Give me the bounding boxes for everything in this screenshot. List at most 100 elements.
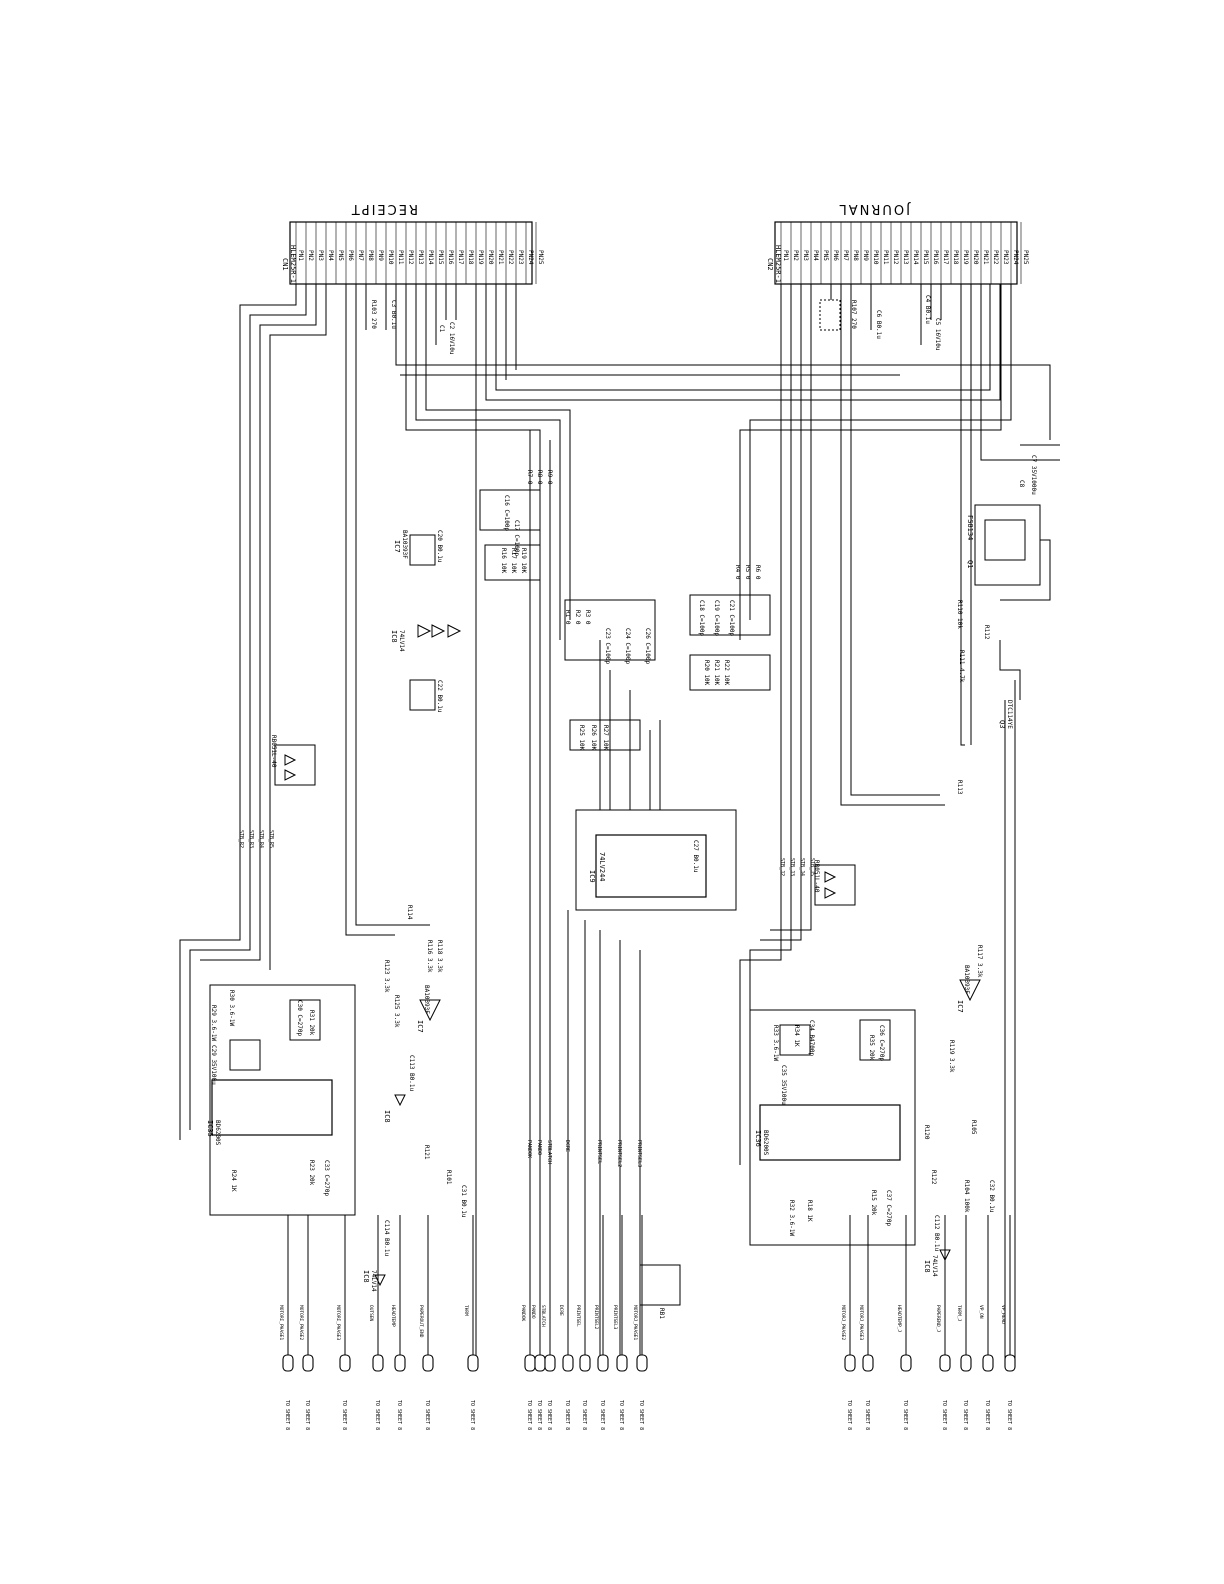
c35-label: C35 35V100u <box>780 1065 787 1105</box>
diode-part-receipt: RB051L-40 <box>270 735 277 768</box>
cn2-pin-13: PN13 <box>902 250 909 265</box>
offsheet-dest-11: TO SHEET 8 <box>581 1400 587 1430</box>
ic8-mid-ref: IC8 <box>383 1110 391 1123</box>
offsheet-port-19 <box>960 1354 972 1372</box>
offsheet-net-8: PANDO <box>530 1305 536 1319</box>
cn2-pin-16: PN16 <box>932 250 939 265</box>
r110-label: R110 10k <box>956 600 963 629</box>
c23-label: C23 C=100p <box>604 628 611 665</box>
r107-label: R107 270 <box>850 300 857 329</box>
cn1-pin-17: PN17 <box>457 250 464 265</box>
r27-label: R27 10K <box>602 725 609 751</box>
ic7-j-part: BA10393F <box>963 965 970 994</box>
offsheet-dest-7: TO SHEET 8 <box>526 1400 532 1430</box>
c24-label: C24 C=100p <box>624 628 631 665</box>
cn2-pin-22: PN22 <box>992 250 999 265</box>
offsheet-net-13: PRINTSEL3 <box>612 1305 618 1330</box>
cn1-pin-6: PN6 <box>347 250 354 261</box>
offsheet-net-21: VP_HEAD <box>1000 1305 1006 1324</box>
r8-label: R8 0 <box>536 470 543 485</box>
offsheet-port-9 <box>544 1354 556 1372</box>
offsheet-dest-17: TO SHEET 8 <box>902 1400 908 1430</box>
ic35-driver: IC35 BD6200S <box>206 984 356 1216</box>
offsheet-dest-16: TO SHEET 8 <box>864 1400 870 1430</box>
r33-label: R33 3.6-1W <box>772 1025 779 1062</box>
offsheet-dest-8: TO SHEET 8 <box>536 1400 542 1430</box>
offsheet-dest-13: TO SHEET 8 <box>618 1400 624 1430</box>
offsheet-dest-2: TO SHEET 8 <box>341 1400 347 1430</box>
offsheet-port-18 <box>939 1354 951 1372</box>
c29-label: C29 35V100u <box>210 1045 217 1085</box>
cn2-pin-9: PN9 <box>862 250 869 261</box>
stb-j-3: STB_J5 <box>809 858 815 876</box>
cn1-pin-8: PN8 <box>367 250 374 261</box>
cn1-pin-7: PN7 <box>357 250 364 261</box>
offsheet-net-15: MOTORJ_PHASE2 <box>840 1305 846 1341</box>
r18-label: R18 1K <box>806 1200 813 1222</box>
offsheet-port-20 <box>982 1354 994 1372</box>
ic8-top-part: 74LV14 <box>398 630 405 652</box>
offsheet-port-3 <box>372 1354 384 1372</box>
r104-label: R104 100k <box>963 1180 970 1213</box>
cn1-pin-21: PN21 <box>497 250 504 265</box>
mid-signal-1: PANDO <box>536 1140 542 1155</box>
offsheet-port-10 <box>562 1354 574 1372</box>
c21-label: C21 C=100p <box>728 600 735 637</box>
c19-label: C19 C=100p <box>713 600 720 637</box>
offsheet-net-12: PRINTSEL2 <box>593 1305 599 1330</box>
r113-label: R113 <box>956 780 963 795</box>
offsheet-port-13 <box>616 1354 628 1372</box>
offsheet-net-4: HEADTEMP <box>390 1305 396 1327</box>
cn2-pin-19: PN19 <box>962 250 969 265</box>
cn1-pin-18: PN18 <box>467 250 474 265</box>
cn1-pin-15: PN15 <box>437 250 444 265</box>
offsheet-net-20: VP_ON <box>978 1305 984 1319</box>
ic8-low-part: 74LV14 <box>370 1270 377 1292</box>
cn2-pin-20: PN20 <box>972 250 979 265</box>
stb-r-2: STB_R4 <box>258 830 264 848</box>
r122-label: R122 <box>930 1170 937 1185</box>
offsheet-dest-10: TO SHEET 8 <box>564 1400 570 1430</box>
ic36-ref: IC36 <box>754 1130 762 1147</box>
cn2-pin-7: PN7 <box>842 250 849 261</box>
c31-label: C31 B0.1u <box>460 1185 467 1218</box>
r30-label: R30 3.6-1W <box>228 990 235 1027</box>
cn2-pin-21: PN21 <box>982 250 989 265</box>
mid-signal-5: PRINTSEL2 <box>616 1140 622 1167</box>
offsheet-dest-18: TO SHEET 8 <box>941 1400 947 1430</box>
c18-label: C18 C=100p <box>698 600 705 637</box>
offsheet-port-15 <box>844 1354 856 1372</box>
cn2-pin-12: PN12 <box>892 250 899 265</box>
mid-signal-6: PRINTSEL3 <box>636 1140 642 1167</box>
c36-label: C36 C=270p <box>878 1025 885 1062</box>
offsheet-port-11 <box>579 1354 591 1372</box>
r4-label: R4 0 <box>734 565 741 580</box>
r123-label: R123 3.3k <box>383 960 390 993</box>
c20-label: C20 B0.1u <box>436 530 443 563</box>
receipt-title: RECEIPT <box>350 201 418 216</box>
offsheet-port-2 <box>339 1354 351 1372</box>
c2-label: C2 16V10u <box>448 322 455 355</box>
ic9-ref: IC9 <box>588 870 596 883</box>
cn2-pin-4: PN4 <box>812 250 819 261</box>
offsheet-dest-15: TO SHEET 8 <box>846 1400 852 1430</box>
c22-label: C22 B0.1u <box>436 680 443 713</box>
offsheet-dest-5: TO SHEET 8 <box>424 1400 430 1430</box>
c30-label: C30 C=270p <box>296 1000 303 1037</box>
offsheet-net-10: DCRE <box>558 1305 564 1316</box>
diodes-journal <box>814 864 856 906</box>
offsheet-port-4 <box>394 1354 406 1372</box>
cn2-pin-1: PN1 <box>782 250 789 261</box>
r1-label: R1 0 <box>564 610 571 625</box>
diodes-receipt <box>274 744 316 786</box>
offsheet-port-5 <box>422 1354 434 1372</box>
offsheet-net-17: HEADTEMP_J <box>896 1305 902 1332</box>
c4-label: C4 B0.1u <box>924 295 931 324</box>
cn2-pin-5: PN5 <box>822 250 829 261</box>
offsheet-dest-4: TO SHEET 8 <box>396 1400 402 1430</box>
ic7-lower-part: BA10393F <box>423 985 430 1014</box>
c113-label: C113 B0.1u <box>408 1055 415 1092</box>
